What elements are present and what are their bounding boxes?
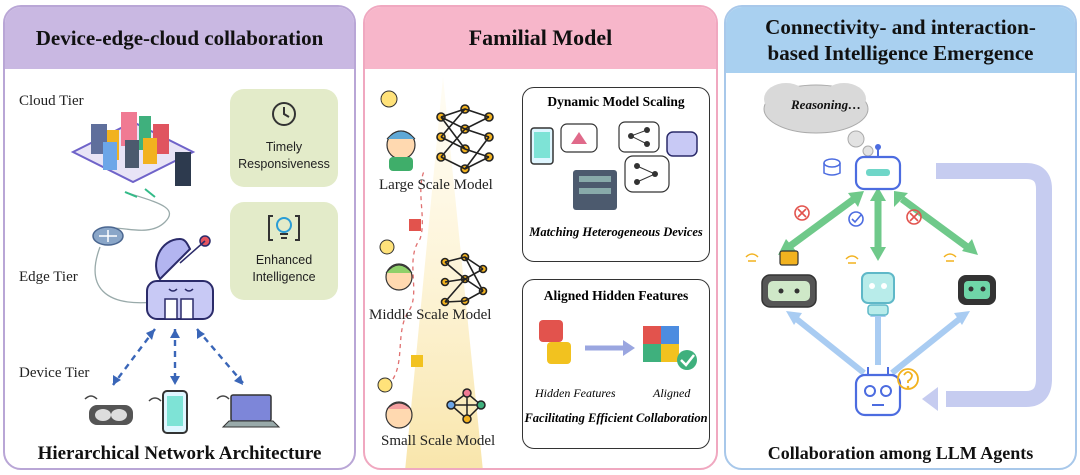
- cloud-tier-label: Cloud Tier: [19, 93, 84, 109]
- aligned-hidden-features-box: Aligned Hidden Features Hidden Features …: [522, 279, 710, 449]
- middle-model-avatar: [379, 239, 413, 291]
- edge-server-icon: [146, 235, 214, 320]
- vr-headset-icon: [89, 405, 133, 425]
- aligned-label: Aligned: [653, 386, 691, 400]
- hidden-features-label: Hidden Features: [535, 386, 616, 400]
- middle-model-label: Middle Scale Model: [369, 307, 492, 323]
- large-neural-net-icon: [436, 104, 494, 174]
- panel-device-edge-cloud: Device-edge-cloud collaboration Cloud Ti…: [3, 5, 356, 470]
- dynamic-model-scaling-box: Dynamic Model Scaling Matching Heterogen…: [522, 87, 710, 262]
- accept-icon: [848, 211, 864, 227]
- middle-robot-icon: [845, 255, 895, 316]
- small-neural-net-icon: [446, 388, 486, 424]
- reject-icon: [906, 209, 922, 225]
- small-model-avatar: [377, 377, 413, 429]
- middle-neural-net-icon: [440, 252, 488, 307]
- cloud-servers-icon: [70, 112, 196, 186]
- router-icon: [92, 226, 124, 246]
- left-robot-icon: [745, 250, 817, 308]
- question-icon: [897, 368, 919, 390]
- heterogeneous-devices-icon: [530, 121, 698, 210]
- enhanced-intelligence-badge: Enhanced Intelligence: [230, 202, 338, 300]
- wifi-icon: [84, 395, 230, 402]
- phone-icon: [162, 390, 188, 434]
- reject-icon: [794, 205, 810, 221]
- panel-familial-model: Familial Model: [363, 5, 718, 470]
- laptop-icon: [221, 394, 281, 428]
- panel-footer: Hierarchical Network Architecture: [37, 443, 322, 464]
- clock-icon: [272, 102, 296, 126]
- thought-cloud-icon: [763, 83, 874, 157]
- box-caption: Matching Heterogeneous Devices: [529, 225, 703, 239]
- timely-responsiveness-badge: Timely Responsiveness: [230, 89, 338, 187]
- badge-label: Enhanced Intelligence: [252, 253, 316, 284]
- box-caption: Facilitating Efficient Collaboration: [524, 411, 708, 425]
- bottom-robot-icon: [854, 367, 902, 417]
- large-model-avatar: [380, 90, 416, 171]
- panel-footer: Collaboration among LLM Agents: [767, 443, 1034, 463]
- panel-title: Familial Model: [365, 7, 716, 69]
- lightbulb-icon: [268, 215, 300, 241]
- top-robot-icon: [823, 144, 902, 191]
- right-robot-icon: [943, 253, 996, 305]
- box-title: Dynamic Model Scaling: [547, 94, 685, 109]
- panel-title: Device-edge-cloud collaboration: [5, 7, 354, 69]
- model-scale-icons: [377, 90, 494, 429]
- panel-title: Connectivity- and interaction-based Inte…: [726, 7, 1075, 73]
- large-model-label: Large Scale Model: [379, 177, 493, 193]
- badge-label: Timely Responsiveness: [238, 140, 330, 171]
- puzzle-piece-icon: [409, 219, 423, 367]
- edge-tier-label: Edge Tier: [19, 269, 78, 285]
- scaling-beam: [392, 77, 483, 468]
- agent-network-diagram: [745, 83, 1052, 417]
- network-lines: [94, 188, 244, 386]
- thought-text: Reasoning…: [791, 97, 862, 112]
- device-tier-label: Device Tier: [19, 365, 90, 381]
- box-title: Aligned Hidden Features: [543, 288, 689, 303]
- puzzle-alignment-icon: [539, 320, 697, 370]
- small-model-label: Small Scale Model: [381, 433, 496, 449]
- devices-row: [84, 390, 281, 434]
- panel-intelligence-emergence: Connectivity- and interaction-based Inte…: [724, 5, 1077, 470]
